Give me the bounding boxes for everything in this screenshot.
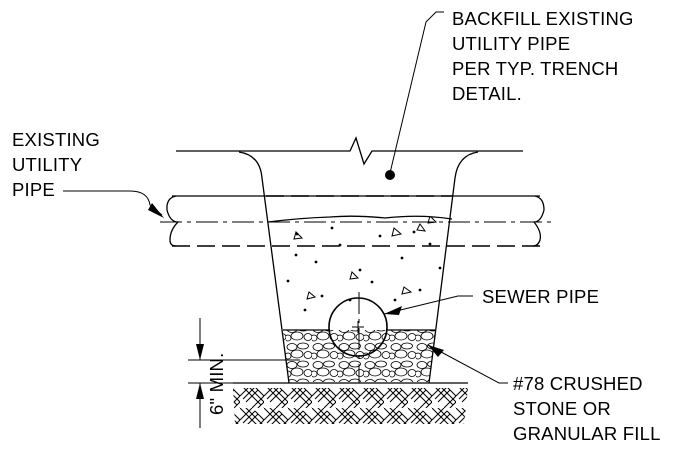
- existing-utility-pipe: [160, 195, 552, 247]
- min-depth-dimension: [188, 318, 300, 428]
- min-depth-label: 6" MIN.: [206, 353, 227, 415]
- bedding-line-3: GRANULAR FILL: [513, 423, 661, 444]
- bedding-line-1: #78 CRUSHED: [513, 373, 643, 394]
- existing-pipe-line-2: UTILITY: [12, 154, 82, 175]
- backfill-line-2: UTILITY PIPE: [452, 33, 570, 54]
- existing-pipe-line-1: EXISTING: [12, 129, 100, 150]
- trench-walls: [238, 151, 479, 384]
- backfill-note: BACKFILL EXISTING UTILITY PIPE PER TYP. …: [452, 8, 634, 104]
- backfill-zone: [267, 215, 453, 312]
- sewer-pipe-label: SEWER PIPE: [482, 286, 599, 307]
- sewer-pipe: [328, 297, 388, 357]
- backfill-line-1: BACKFILL EXISTING: [452, 8, 634, 29]
- leaders: [63, 11, 508, 384]
- backfill-line-4: DETAIL.: [452, 83, 522, 104]
- bedding-line-2: STONE OR: [513, 398, 611, 419]
- existing-pipe-note: EXISTING UTILITY PIPE: [12, 129, 100, 200]
- backfill-line-3: PER TYP. TRENCH: [452, 58, 618, 79]
- undisturbed-soil: [233, 382, 468, 424]
- bedding-note: #78 CRUSHED STONE OR GRANULAR FILL: [513, 373, 661, 444]
- existing-pipe-line-3: PIPE: [12, 179, 55, 200]
- ground-line: [176, 136, 523, 166]
